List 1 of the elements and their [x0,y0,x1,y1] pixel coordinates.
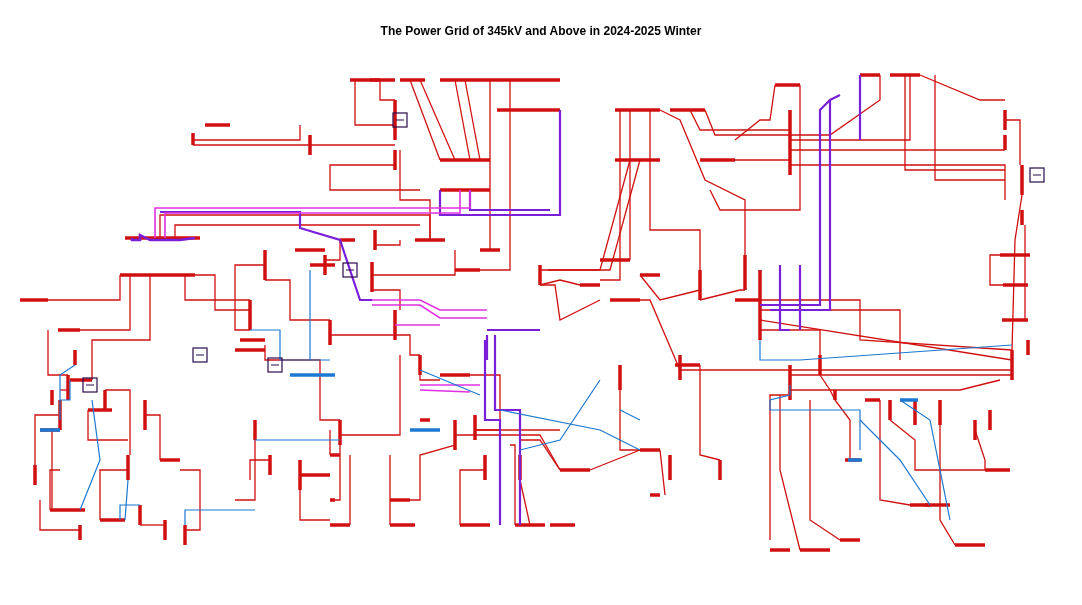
diagram-title: The Power Grid of 345kV and Above in 2024-2025 Winter [379,24,703,38]
